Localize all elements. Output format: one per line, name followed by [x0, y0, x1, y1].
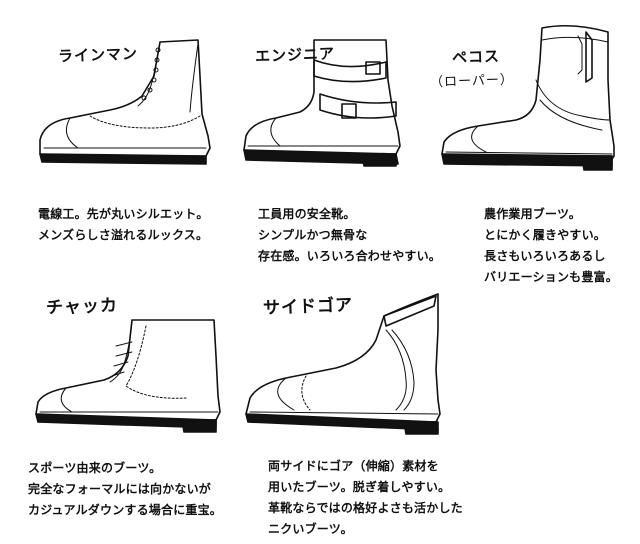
lineman-boot-illustration: [39, 39, 211, 165]
description-line: メンズらしさ溢れるルックス。: [38, 228, 209, 242]
description-line: 長さもいろいろあるし: [484, 249, 606, 263]
description-line: 革靴ならではの格好よさも活かした: [268, 501, 463, 515]
sidegore-description: 両サイドにゴア（伸縮）素材を 用いたブーツ。脱ぎ着しやすい。 革靴ならではの格好…: [268, 456, 463, 540]
description-line: 用いたブーツ。脱ぎ着しやすい。: [268, 480, 451, 494]
description-line: 電線工。先が丸いシルエット。: [38, 207, 209, 221]
chukka-title: チャッカ: [45, 295, 119, 319]
engineer-description: 工員用の安全靴。 シンプルかつ無骨な 存在感。いろいろ合わせやすい。: [258, 204, 441, 267]
description-line: バリエーションも豊富。: [484, 270, 618, 284]
description-line: 両サイドにゴア（伸縮）素材を: [268, 459, 439, 473]
engineer-boot-illustration: [243, 39, 401, 167]
description-line: とにかく履きやすい。: [484, 228, 607, 242]
chukka-description: スポーツ由来のブーツ。 完全なフォーマルには向かないが カジュアルダウンする場合…: [28, 458, 222, 521]
description-line: スポーツ由来のブーツ。: [28, 461, 162, 475]
pecos-description: 農作業用ブーツ。 とにかく履きやすい。 長さもいろいろあるし バリエーションも豊…: [484, 204, 618, 288]
description-line: 完全なフォーマルには向かないが: [28, 482, 212, 496]
chukka-boot-illustration: [35, 319, 221, 433]
sidegore-boot-illustration: [245, 293, 441, 435]
description-line: 農作業用ブーツ。: [484, 207, 582, 221]
lineman-description: 電線工。先が丸いシルエット。 メンズらしさ溢れるルックス。: [38, 204, 209, 246]
description-line: シンプルかつ無骨な: [258, 228, 368, 242]
description-line: カジュアルダウンする場合に重宝。: [28, 503, 223, 517]
description-line: ニクいブーツ。: [268, 522, 353, 536]
description-line: 工員用の安全靴。: [258, 207, 356, 221]
pecos-boot-illustration: [441, 24, 615, 171]
description-line: 存在感。いろいろ合わせやすい。: [258, 249, 442, 263]
